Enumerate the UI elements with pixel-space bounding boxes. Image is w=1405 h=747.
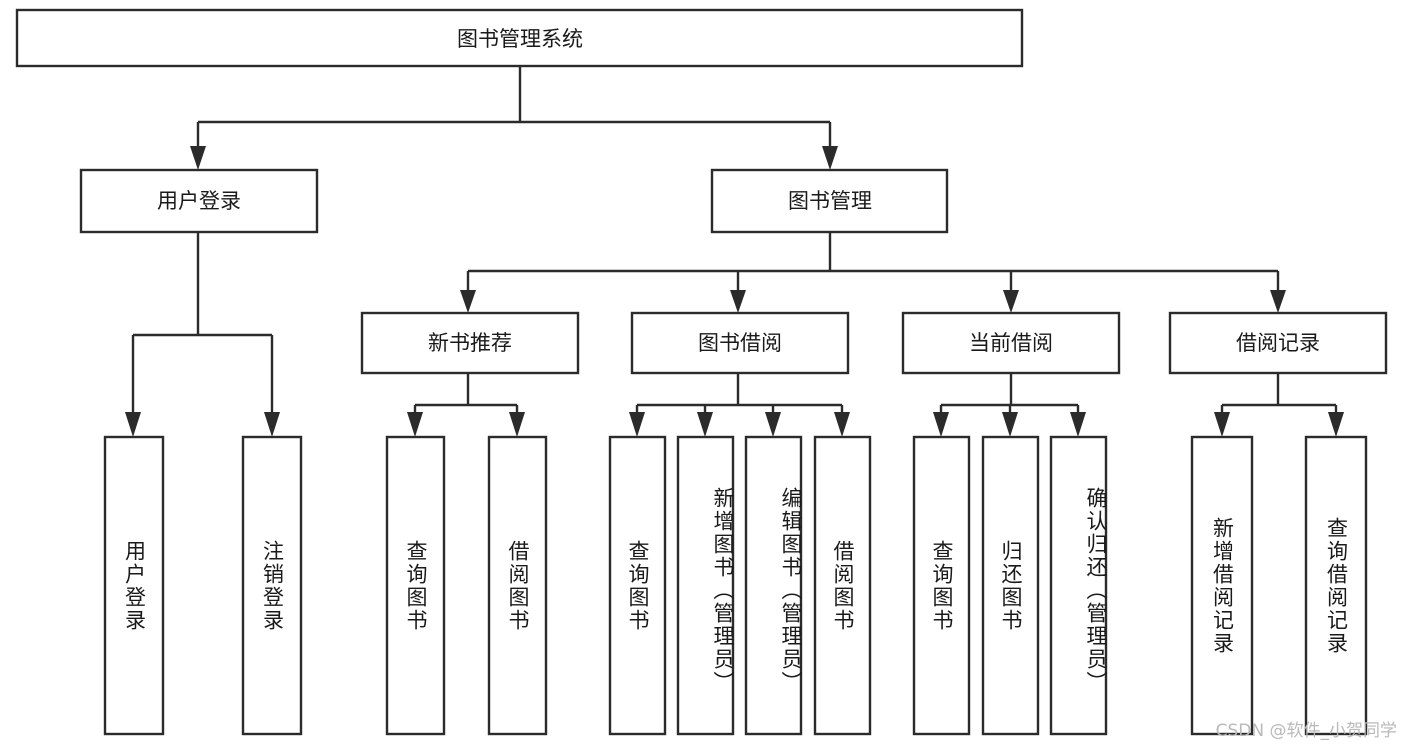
arrow-head-leaf-cu-query bbox=[933, 412, 949, 437]
node-box-leaf-nb-query[interactable] bbox=[385, 435, 446, 736]
node-box-root[interactable] bbox=[15, 8, 1024, 68]
node-label-bookmgmt: 图书管理 bbox=[788, 189, 872, 213]
node-box-current[interactable] bbox=[901, 311, 1121, 375]
node-box-leaf-user-logout[interactable] bbox=[241, 435, 303, 736]
node-label-newbook: 新书推荐 bbox=[428, 331, 512, 355]
node-box-newbook[interactable] bbox=[360, 311, 580, 375]
node-label-borrow: 图书借阅 bbox=[698, 331, 782, 355]
node-box-leaf-nb-borrow[interactable] bbox=[487, 435, 548, 736]
arrow-head-records bbox=[1270, 290, 1286, 313]
node-box-records[interactable] bbox=[1168, 311, 1388, 375]
arrow-head-leaf-rc-add bbox=[1214, 412, 1230, 437]
node-box-leaf-br-add[interactable] bbox=[676, 435, 735, 736]
node-box-leaf-rc-add[interactable] bbox=[1190, 435, 1254, 736]
node-box-leaf-cu-confirm[interactable] bbox=[1049, 435, 1108, 736]
node-box-login[interactable] bbox=[79, 168, 319, 234]
node-box-leaf-rc-query[interactable] bbox=[1304, 435, 1368, 736]
node-box-leaf-user-login[interactable] bbox=[103, 435, 165, 736]
node-box-leaf-cu-return[interactable] bbox=[981, 435, 1040, 736]
watermark-text: CSDN @软件_小贺同学 bbox=[1215, 721, 1397, 741]
arrow-head-leaf-br-borrow bbox=[834, 412, 850, 437]
node-box-bookmgmt[interactable] bbox=[710, 168, 949, 234]
node-layer bbox=[15, 8, 1388, 736]
arrow-head-login bbox=[190, 146, 206, 170]
arrow-head-leaf-user-logout bbox=[264, 412, 280, 437]
arrow-head-leaf-br-add bbox=[697, 412, 713, 437]
arrow-head-leaf-nb-borrow bbox=[509, 412, 525, 437]
arrow-head-leaf-br-edit bbox=[765, 412, 781, 437]
arrow-head-newbook bbox=[460, 290, 476, 313]
arrow-head-leaf-br-query bbox=[629, 412, 645, 437]
arrow-head-leaf-cu-return bbox=[1002, 412, 1018, 437]
node-box-borrow[interactable] bbox=[630, 311, 850, 375]
label-layer: 图书管理系统 用户登录 图书管理 新书推荐 图书借阅 当前借阅 借阅记录 bbox=[157, 27, 1320, 355]
node-box-leaf-br-query[interactable] bbox=[608, 435, 667, 736]
node-box-leaf-br-edit[interactable] bbox=[744, 435, 803, 736]
node-label-root: 图书管理系统 bbox=[457, 27, 583, 51]
arrow-head-leaf-rc-query bbox=[1328, 412, 1344, 437]
arrow-head-leaf-cu-confirm bbox=[1070, 412, 1086, 437]
arrow-head-borrow bbox=[730, 290, 746, 313]
arrow-head-leaf-nb-query bbox=[407, 412, 423, 437]
node-box-leaf-br-borrow[interactable] bbox=[813, 435, 872, 736]
arrow-head-bookmgmt bbox=[822, 146, 838, 170]
connector-layer bbox=[125, 66, 1344, 437]
node-label-login: 用户登录 bbox=[157, 189, 241, 213]
arrow-head-leaf-user-login bbox=[125, 412, 141, 437]
node-box-leaf-cu-query[interactable] bbox=[912, 435, 971, 736]
arrow-head-current bbox=[1003, 290, 1019, 313]
node-label-records: 借阅记录 bbox=[1236, 331, 1320, 355]
node-label-current: 当前借阅 bbox=[969, 331, 1053, 355]
